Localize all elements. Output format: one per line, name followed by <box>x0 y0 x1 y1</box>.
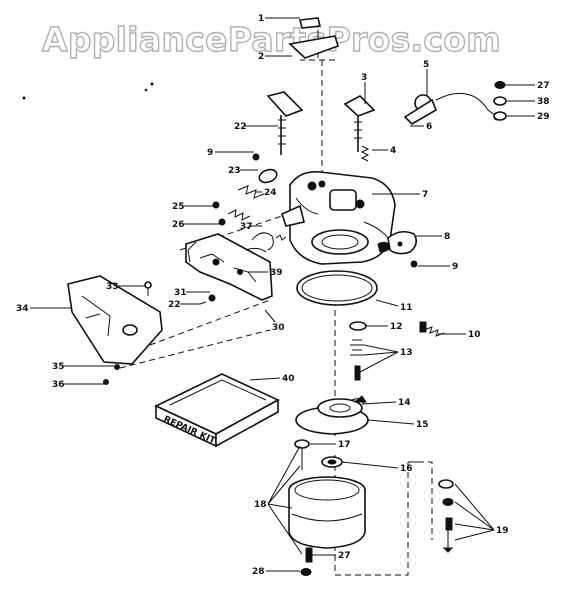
part-choke-shaft <box>343 95 376 152</box>
part-gasket-11 <box>296 270 378 306</box>
callout-36: 36 <box>52 380 65 390</box>
part-throttle-bracket-30 <box>185 233 273 301</box>
callout-5: 5 <box>423 60 429 70</box>
callout-34: 34 <box>16 304 29 314</box>
callout-4: 4 <box>390 146 396 156</box>
part-float-bowl <box>295 395 369 435</box>
callout-28: 28 <box>252 567 265 577</box>
part-jets-13 <box>350 339 364 381</box>
part-screws-left <box>212 185 287 251</box>
part-repair-kit-box <box>154 373 280 448</box>
part-disc-23 <box>252 153 278 184</box>
callout-10: 10 <box>468 330 481 340</box>
scan-specks <box>22 82 154 100</box>
part-spring-4 <box>360 145 370 162</box>
callout-14: 14 <box>398 398 411 408</box>
callout-39: 39 <box>270 268 283 278</box>
part-carburetor-body <box>281 170 396 265</box>
callout-30: 30 <box>272 323 285 333</box>
part-bowl-screw <box>294 439 343 470</box>
callout-labels: 1 2 3 5 27 38 29 22 6 9 4 23 24 7 25 26 … <box>16 14 550 577</box>
part-lever-wire <box>403 92 501 126</box>
callout-7: 7 <box>422 190 428 200</box>
part-needle-10 <box>419 321 445 337</box>
callout-18: 18 <box>254 500 267 510</box>
callout-35: 35 <box>52 362 65 372</box>
callout-38: 38 <box>537 97 550 107</box>
callout-6: 6 <box>426 122 432 132</box>
callout-11: 11 <box>400 303 413 313</box>
callout-15: 15 <box>416 420 429 430</box>
callout-8: 8 <box>444 232 450 242</box>
callout-9-right: 9 <box>452 262 458 272</box>
callout-37: 37 <box>240 222 253 232</box>
callout-9-top: 9 <box>207 148 213 158</box>
callout-24: 24 <box>264 188 277 198</box>
callout-3: 3 <box>361 73 367 83</box>
callout-22-mid: 22 <box>168 300 181 310</box>
callout-17: 17 <box>338 440 351 450</box>
callout-27-bottom: 27 <box>338 551 351 561</box>
callout-31: 31 <box>174 288 187 298</box>
callout-40: 40 <box>282 374 295 384</box>
part-bracket-34 <box>67 275 163 365</box>
callout-22-top: 22 <box>234 122 247 132</box>
callout-13: 13 <box>400 348 413 358</box>
callout-27-top: 27 <box>537 81 550 91</box>
callout-2: 2 <box>258 52 264 62</box>
part-top-screw <box>288 17 339 59</box>
callout-12: 12 <box>390 322 403 332</box>
part-bottom-screws <box>300 547 313 576</box>
part-cylinder-18 <box>288 476 366 549</box>
callout-33: 33 <box>106 282 119 292</box>
callout-29: 29 <box>537 112 550 122</box>
watermark: AppliancePartsPros.com <box>41 19 501 59</box>
callout-1: 1 <box>258 14 264 24</box>
part-ring-12 <box>349 321 367 331</box>
part-float-8 <box>387 230 418 268</box>
callout-25: 25 <box>172 202 185 212</box>
part-throttle-shaft <box>266 91 304 155</box>
part-screws-19 <box>438 479 454 553</box>
callout-19: 19 <box>496 526 509 536</box>
part-small-screws <box>103 281 216 385</box>
part-washers-top-right <box>493 81 507 121</box>
leader-lines <box>30 17 535 572</box>
callout-16: 16 <box>400 464 413 474</box>
callout-23: 23 <box>228 166 241 176</box>
callout-26: 26 <box>172 220 185 230</box>
